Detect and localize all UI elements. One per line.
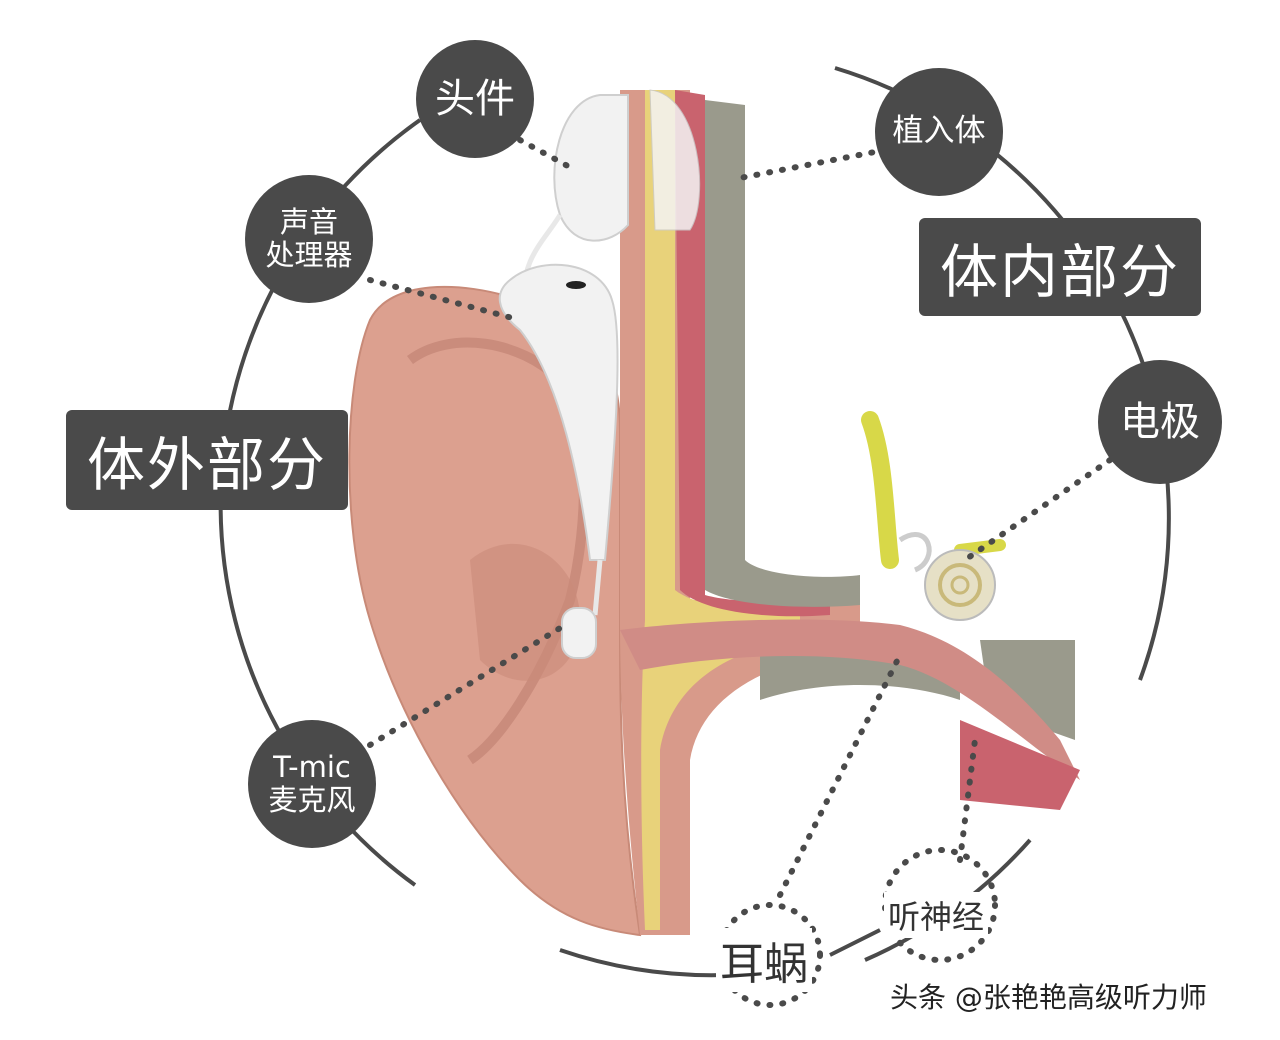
leader-cochlea	[777, 652, 903, 898]
watermark-text: 头条 @张艳艳高级听力师	[890, 981, 1207, 1014]
electrode-label-text: 电极	[1120, 399, 1200, 445]
cochlea-shape	[924, 549, 996, 621]
leader-implant	[737, 147, 888, 181]
implant-shape	[649, 89, 701, 231]
sound-processor-shape	[498, 263, 619, 561]
external-parts-label: 体外部分	[66, 410, 348, 510]
cochlea-label-text: 耳蜗	[720, 939, 808, 990]
internal-parts-label-text: 体内部分	[939, 238, 1180, 306]
auditory-nerve-label: 听神经	[884, 892, 989, 938]
headpiece-label-text: 头件	[435, 76, 515, 122]
tmic-shape	[561, 607, 597, 659]
internal-parts-label: 体内部分	[919, 218, 1201, 316]
tmic-cable	[592, 559, 603, 616]
tmic-label-line1: T-mic	[273, 749, 351, 784]
sound-processor-label-line2: 处理器	[265, 238, 353, 272]
auditory-nerve-label-text: 听神经	[888, 898, 985, 936]
ear-canal	[620, 619, 1080, 780]
tmic-label-line2: 麦克风	[268, 783, 356, 817]
leader-electrode	[962, 457, 1113, 563]
external-parts-label-text: 体外部分	[86, 431, 327, 499]
leader-headpiece	[517, 137, 578, 173]
leader-sound-processor	[367, 277, 523, 323]
device-illustration	[498, 89, 701, 659]
auditory-nerve-fan	[960, 720, 1080, 810]
cochlea-label: 耳蜗	[716, 928, 812, 992]
electrode-label: 电极	[1098, 360, 1222, 484]
concha	[470, 543, 580, 681]
ear-illustration	[348, 90, 1080, 937]
bone-block-right	[980, 640, 1075, 740]
implant-label-text: 植入体	[892, 113, 986, 150]
headpiece-label: 头件	[416, 40, 534, 158]
leader-tmic	[367, 622, 568, 748]
bone-layer	[705, 100, 860, 607]
watermark: 头条 @张艳艳高级听力师	[890, 976, 1207, 1016]
implant-label: 植入体	[875, 68, 1003, 196]
tmic-label: T-mic 麦克风	[248, 720, 376, 848]
sound-processor-label: 声音 处理器	[245, 175, 373, 303]
sound-processor-label-line1: 声音	[279, 204, 338, 239]
nerve-bundle	[861, 411, 899, 569]
